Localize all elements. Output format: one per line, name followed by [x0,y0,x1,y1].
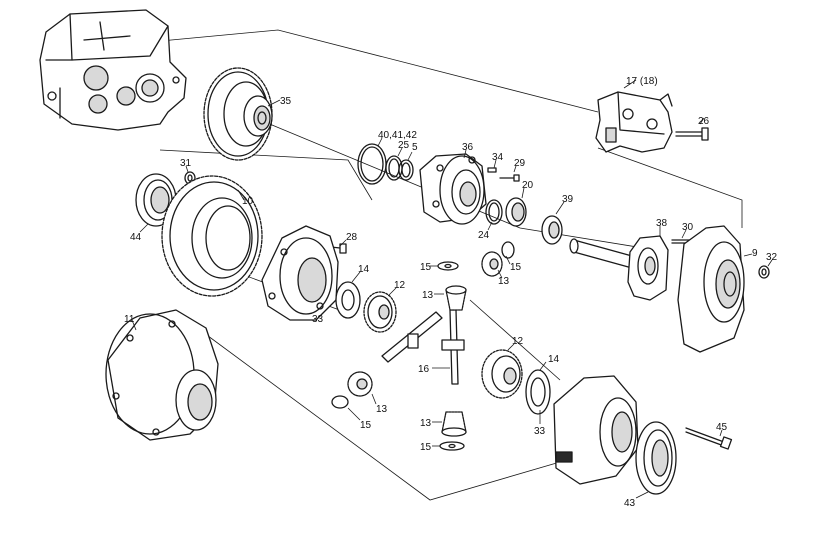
label-13d: 13 [420,418,432,429]
label-15c: 15 [360,420,372,431]
part-17-bracket [595,91,673,153]
gearbox-housing [39,9,187,131]
label-28: 28 [346,232,358,243]
label-33a: 33 [312,314,324,325]
label-20: 20 [522,180,534,191]
part-20-bearing [505,197,527,227]
label-44: 44 [130,232,142,243]
part-14-washer-upper [335,281,361,319]
label-15b: 15 [510,262,522,273]
label-14b: 14 [548,354,560,365]
differential-case-right [553,375,639,485]
label-14a: 14 [358,264,370,275]
callout-labels: 35 17 (18) 26 40,41,42 25 5 36 34 29 20 … [124,76,778,509]
part-10-ring-gear [161,175,263,297]
part-12-side-gear-lower [481,349,523,399]
part-15-washer-b [501,241,515,259]
parts-34-29-pins [487,167,520,182]
part-13-pinion-left [347,371,373,397]
label-39: 39 [562,194,574,205]
part-45-bolt [685,427,733,450]
label-45: 45 [716,422,728,433]
label-5: 5 [412,142,418,153]
part-26-bolt [675,127,709,141]
part-35-pinion-gear [203,67,273,161]
label-12b: 12 [512,336,524,347]
part-15-washer-d [439,441,465,451]
part-11-differential-case [105,309,219,441]
part-24-ring [485,199,503,225]
label-24: 24 [478,230,490,241]
label-15a: 15 [420,262,432,273]
part-36-bearing-carrier [419,153,487,225]
part-43-bearing [635,421,677,495]
label-36: 36 [462,142,474,153]
label-26: 26 [698,116,710,127]
label-32: 32 [766,252,778,263]
label-10: 10 [242,196,254,207]
part-9-flange-housing [677,225,745,353]
label-40: 40,41,42 [378,130,417,141]
part-32-nut [758,265,770,279]
part-12-side-gear-upper [363,291,397,333]
label-16: 16 [418,364,430,375]
label-35: 35 [280,96,292,107]
label-34: 34 [492,152,504,163]
differential-case-half [261,225,339,321]
label-31: 31 [180,158,192,169]
label-15d: 15 [420,442,432,453]
label-38: 38 [656,218,668,229]
parts-40-25-5-rings [357,143,414,185]
label-30: 30 [682,222,694,233]
label-17: 17 (18) [626,76,658,87]
part-16-cross-shafts [381,309,465,385]
part-13-pinion-bottom [441,411,467,437]
part-15-washer-c [331,395,349,409]
part-39-seal [541,215,563,245]
label-11: 11 [124,314,135,325]
part-38-output-shaft [569,235,669,301]
label-29: 29 [514,158,526,169]
part-13-pinion-right [481,251,503,277]
label-9: 9 [752,248,758,259]
leader-lines [131,79,773,499]
part-15-washer-a [437,261,459,271]
label-13b: 13 [498,276,510,287]
part-13-pinion-top [445,285,467,311]
label-25: 25 [398,140,410,151]
label-33b: 33 [534,426,546,437]
label-13a: 13 [422,290,434,301]
label-13c: 13 [376,404,388,415]
part-14-washer-lower [525,369,551,415]
label-12a: 12 [394,280,406,291]
label-43: 43 [624,498,636,509]
